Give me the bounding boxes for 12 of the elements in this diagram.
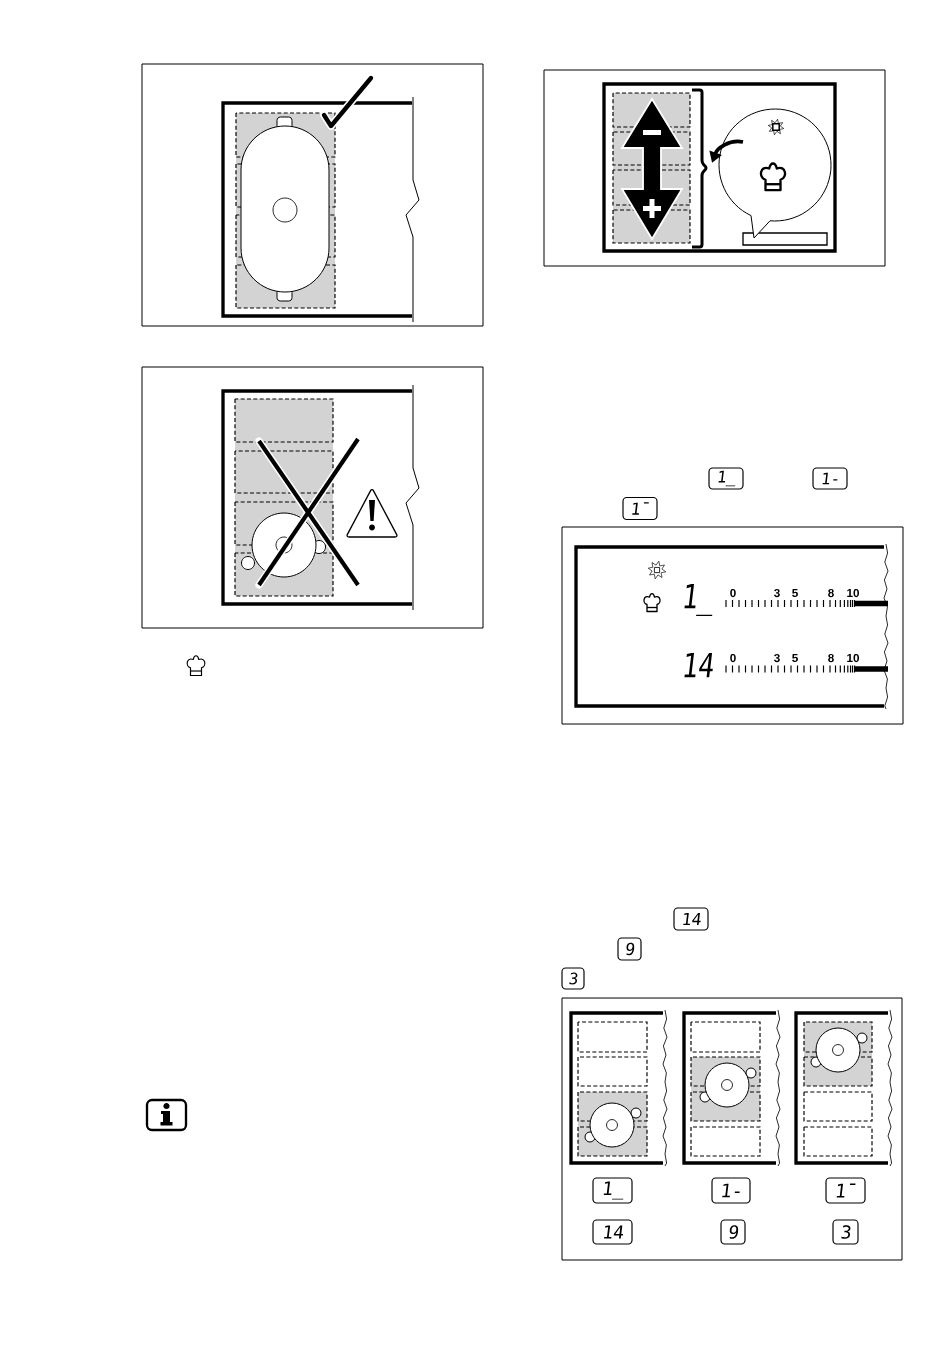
scale-number: 3 xyxy=(774,588,780,598)
scale-number: 8 xyxy=(828,588,834,598)
scale-number: 5 xyxy=(792,653,798,663)
display-readout: 1_ xyxy=(684,583,713,617)
scale-number: 5 xyxy=(792,588,798,598)
scale-number: 0 xyxy=(730,653,736,663)
scale-number: 10 xyxy=(847,653,859,663)
scale-number: 10 xyxy=(847,588,859,598)
scale-number: 8 xyxy=(828,653,834,663)
display-readout: 14 xyxy=(684,652,713,678)
scale-number: 0 xyxy=(730,588,736,598)
scale-number: 3 xyxy=(774,653,780,663)
